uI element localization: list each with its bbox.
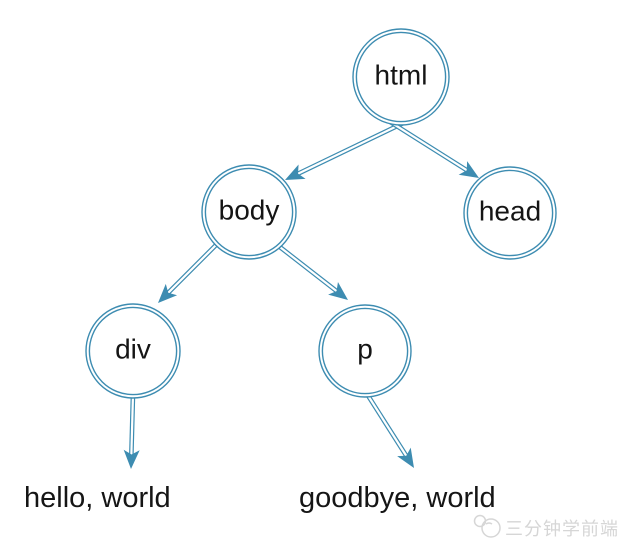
node-circle-p — [318, 304, 412, 398]
node-label-div: div — [115, 333, 151, 365]
arrowhead-icon — [123, 449, 140, 469]
leaf-text-hello-world: hello, world — [24, 482, 171, 514]
arrowhead-icon — [158, 283, 178, 303]
node-label-head: head — [478, 195, 542, 227]
leaf-text-goodbye-world: goodbye, world — [299, 482, 496, 514]
node-circle-body — [201, 164, 297, 260]
node-label-html: html — [374, 59, 428, 91]
node-circle-div — [85, 303, 181, 399]
node-label-body: body — [218, 194, 280, 226]
node-circle-html — [352, 28, 450, 126]
watermark-text: 三分钟学前端 — [505, 519, 619, 539]
node-circle-head — [463, 166, 557, 260]
mascot-logo-icon — [473, 514, 501, 538]
edge-p-text — [365, 392, 414, 468]
edge-html-head — [382, 116, 479, 178]
edge-div-text — [123, 393, 140, 469]
edge-body-p — [274, 242, 348, 300]
arrowhead-icon — [285, 164, 306, 180]
arrowhead-icon — [397, 447, 414, 468]
node-label-p: p — [357, 333, 373, 365]
arrowhead-icon — [328, 281, 348, 300]
arrowhead-icon — [458, 161, 479, 178]
edge-body-div — [158, 241, 220, 303]
